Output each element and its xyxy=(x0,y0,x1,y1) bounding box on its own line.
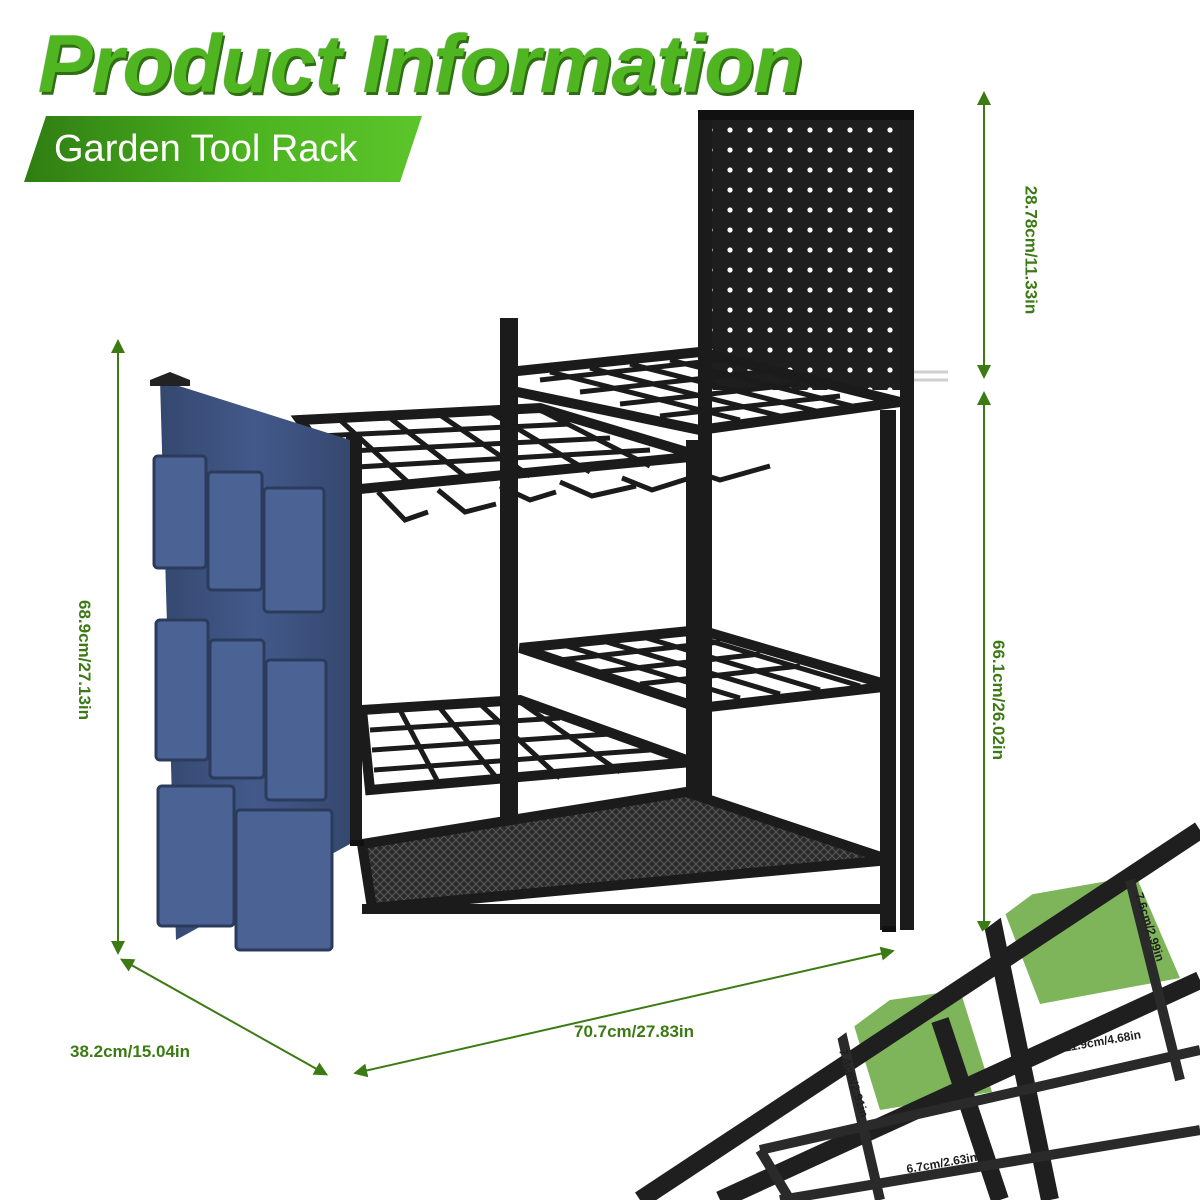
depth-label: 38.2cm/15.04in xyxy=(70,1042,191,1061)
middle-left-shelf xyxy=(356,694,694,796)
rear-right-post xyxy=(900,110,914,930)
bracket-clip xyxy=(969,836,1015,884)
dimension-lines xyxy=(111,91,991,1078)
pegboard-height-label: 28.78cm/11.33in xyxy=(1021,185,1041,315)
right-height-label: 66.1cm/26.02in xyxy=(989,639,1009,761)
front-right-post xyxy=(880,410,896,930)
width-arrow xyxy=(353,946,895,1078)
organizer-pockets xyxy=(152,454,334,952)
pegboard-hook xyxy=(914,370,948,382)
width-label: 70.7cm/27.83in xyxy=(574,1022,695,1041)
pegboard xyxy=(712,118,900,390)
middle-right-shelf xyxy=(518,624,894,714)
depth-arrow xyxy=(119,958,329,1076)
tool-hooks xyxy=(376,463,771,523)
page-title: Product Information xyxy=(38,19,804,110)
side-organizer xyxy=(150,372,350,952)
rear-left-post xyxy=(698,110,712,870)
bottom-mesh-shelf xyxy=(356,786,892,914)
tool-rack xyxy=(290,110,948,932)
left-height-label: 68.9cm/27.13in xyxy=(75,599,95,721)
upper-right-shelf xyxy=(503,346,902,436)
subtitle-banner xyxy=(24,116,422,182)
subtitle: Garden Tool Rack xyxy=(54,128,358,170)
